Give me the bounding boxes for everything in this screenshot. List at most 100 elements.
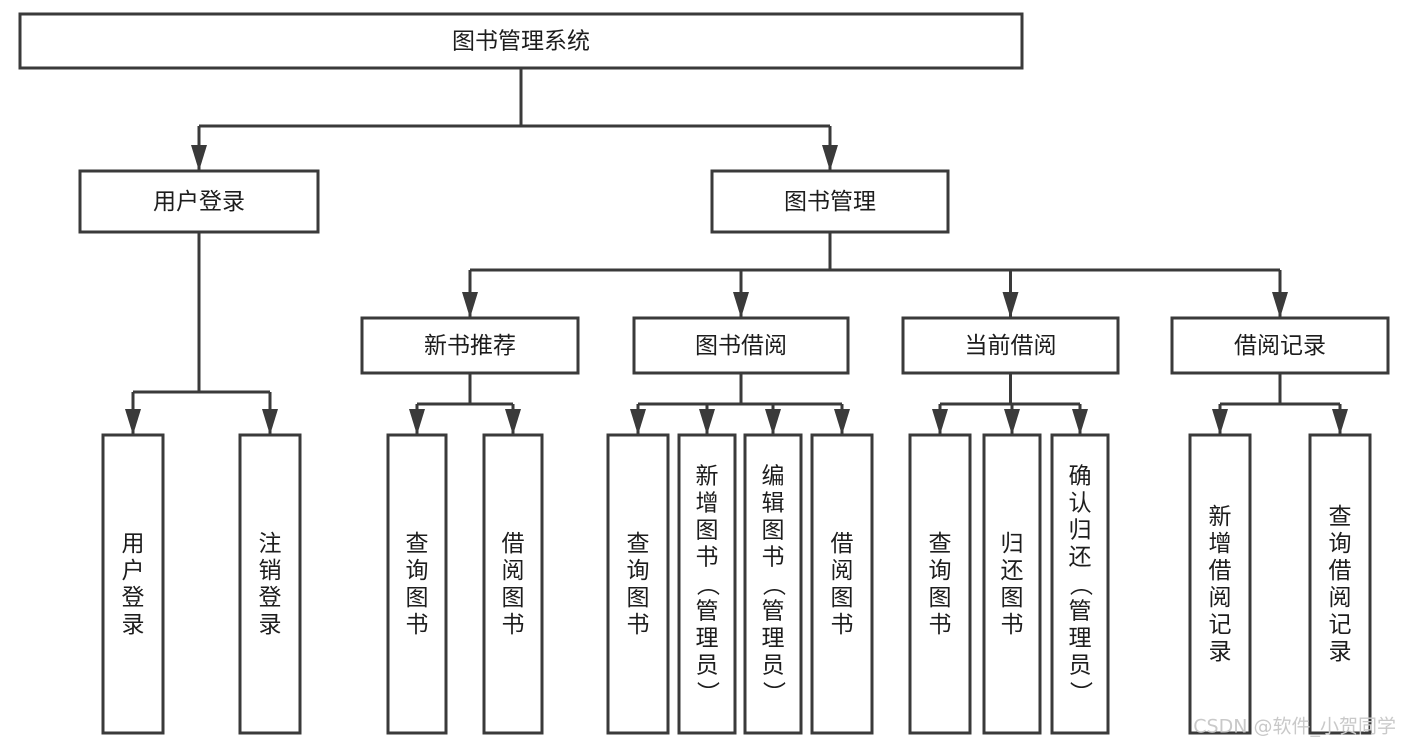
node-label-cur-confirm-char-2: 归 [1069,518,1092,544]
node-box-bookmgmt[interactable] [710,169,950,234]
node-label-new-query-char-2: 图 [406,585,429,611]
node-label-bor-add-char-1: 增 [696,491,719,517]
node-layer: 图书管理系统用户登录图书管理新书推荐图书借阅当前借阅借阅记录用户登录注销登录查询… [18,12,1390,735]
node-label-login-do-char-2: 登 [122,585,145,611]
node-label-rec-add-char-3: 阅 [1209,585,1232,611]
node-box-login[interactable] [78,169,320,234]
node-label-cur-query-char-2: 图 [929,585,952,611]
node-current[interactable]: 当前借阅 [901,316,1120,375]
connector-arrow-rec-query [1332,409,1348,435]
node-label-new-borrow-char-2: 图 [502,585,525,611]
node-label-records: 借阅记录 [1234,333,1326,359]
node-label-new-borrow-char-0: 借 [502,531,525,557]
node-box-bor-take[interactable] [810,433,874,735]
node-label-bor-edit-char-7: 员 [762,653,785,679]
watermark-layer: CSDN @软件_小贺同学 [1193,716,1396,738]
node-box-bor-add[interactable] [677,433,737,735]
connector-arrow-bor-query [630,409,646,435]
node-label-rec-add-char-1: 增 [1209,531,1232,557]
node-box-current[interactable] [901,316,1120,375]
node-label-login-out-char-2: 登 [259,585,282,611]
node-label-login-do-char-0: 用 [122,531,145,557]
connector-arrow-borrow [733,292,749,318]
node-bookmgmt[interactable]: 图书管理 [710,169,950,234]
node-box-login-out[interactable] [238,433,302,735]
node-box-rec-add[interactable] [1188,433,1252,735]
node-label-bor-add-char-8: ） [694,681,720,704]
node-label-rec-add-char-0: 新 [1209,504,1232,530]
node-label-login-out-char-0: 注 [259,531,282,557]
connector-arrow-current [1002,292,1019,318]
node-label-new-borrow-char-1: 阅 [502,558,525,584]
node-label-cur-confirm-char-3: 还 [1069,545,1092,571]
connector-arrow-login [191,145,207,171]
node-newbook[interactable]: 新书推荐 [360,316,580,375]
connector-arrow-newbook [462,292,478,318]
node-label-bor-edit-char-6: 理 [762,626,785,652]
node-label-bor-edit-char-5: 管 [762,599,785,625]
node-box-new-query[interactable] [386,433,448,735]
node-label-bor-edit-char-4: （ [760,573,786,596]
node-label-cur-confirm-char-7: 员 [1069,653,1092,679]
node-login-do[interactable]: 用户登录 [101,433,165,735]
node-label-login-do-char-1: 户 [122,558,145,584]
node-label-bor-add-char-0: 新 [696,464,719,490]
csdn-watermark: CSDN @软件_小贺同学 [1193,716,1396,738]
node-records[interactable]: 借阅记录 [1170,316,1390,375]
node-box-root[interactable] [18,12,1024,70]
connector-arrow-cur-return [1004,409,1020,435]
node-label-new-query-char-3: 书 [406,612,429,638]
node-label-cur-confirm-char-6: 理 [1069,626,1092,652]
node-box-rec-query[interactable] [1308,433,1372,735]
connector-arrow-login-do [125,409,141,435]
node-label-bor-query-char-3: 书 [627,612,650,638]
node-label-bor-add-char-4: （ [694,573,720,596]
node-root[interactable]: 图书管理系统 [18,12,1024,70]
node-label-cur-return-char-3: 书 [1001,612,1024,638]
node-box-bor-edit[interactable] [743,433,803,735]
connector-arrow-new-query [409,409,425,435]
node-box-newbook[interactable] [360,316,580,375]
node-label-cur-query-char-1: 询 [929,558,952,584]
node-box-bor-query[interactable] [606,433,670,735]
node-box-new-borrow[interactable] [482,433,544,735]
node-label-cur-confirm-char-4: （ [1067,573,1093,596]
node-borrow[interactable]: 图书借阅 [632,316,850,375]
node-label-bor-add-char-2: 图 [696,518,719,544]
node-box-borrow[interactable] [632,316,850,375]
node-label-login: 用户登录 [153,189,245,215]
node-label-bor-add-char-5: 管 [696,599,719,625]
node-box-cur-query[interactable] [908,433,972,735]
node-box-records[interactable] [1170,316,1390,375]
node-login[interactable]: 用户登录 [78,169,320,234]
node-box-cur-confirm[interactable] [1050,433,1110,735]
node-label-bor-add-char-7: 员 [696,653,719,679]
node-label-cur-return-char-2: 图 [1001,585,1024,611]
connector-arrow-bookmgmt [822,145,838,171]
node-label-cur-confirm-char-5: 管 [1069,599,1092,625]
node-label-new-query-char-1: 询 [406,558,429,584]
node-label-cur-confirm-char-1: 认 [1069,491,1092,517]
connector-layer [125,68,1348,435]
node-label-rec-query-char-4: 记 [1329,612,1352,638]
connector-arrow-bor-edit [765,409,781,435]
node-box-cur-return[interactable] [982,433,1042,735]
connector-arrow-bor-take [834,409,850,435]
connector-arrow-cur-query [932,409,948,435]
node-label-cur-query-char-3: 书 [929,612,952,638]
node-box-login-do[interactable] [101,433,165,735]
node-label-rec-add-char-5: 录 [1209,639,1232,665]
